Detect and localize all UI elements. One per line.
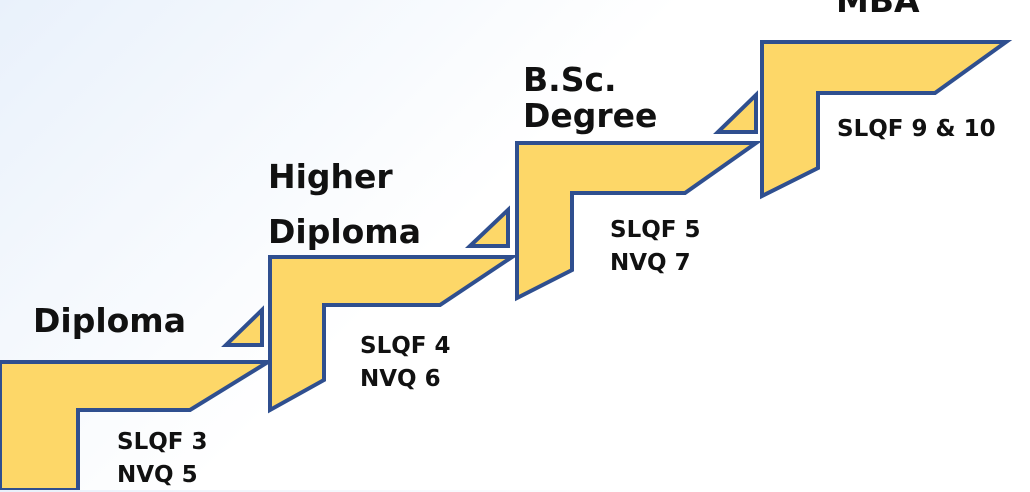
step-title-line: MBA	[836, 0, 920, 20]
step-title-higher-diploma: Higher Diploma	[268, 149, 421, 259]
connector-triangle-2	[464, 205, 510, 248]
step-code-line: SLQF 5	[610, 217, 701, 243]
connector-triangle-1	[221, 305, 264, 347]
step-mba	[760, 40, 1013, 200]
connector-triangle-3	[713, 90, 758, 134]
step-title-line: Diploma	[33, 301, 186, 340]
step-code-line: SLQF 9 & 10	[837, 116, 996, 142]
step-title-diploma: Diploma	[33, 304, 186, 338]
step-title-line: Degree	[523, 96, 658, 135]
step-code-line: NVQ 5	[117, 462, 198, 488]
step-title-line: B.Sc.	[523, 60, 617, 99]
step-title-line: Higher	[268, 157, 393, 196]
step-bsc-degree	[515, 141, 763, 302]
step-codes-mba: SLQF 9 & 10	[837, 113, 996, 146]
step-title-mba: MBA	[836, 0, 920, 18]
step-title-line: Diploma	[268, 212, 421, 251]
step-code-line: SLQF 3	[117, 429, 208, 455]
step-code-line: SLQF 4	[360, 333, 451, 359]
step-codes-diploma: SLQF 3 NVQ 5	[117, 426, 208, 492]
step-title-bsc-degree: B.Sc. Degree	[523, 62, 657, 134]
step-code-line: NVQ 6	[360, 366, 441, 392]
step-higher-diploma	[268, 255, 519, 414]
step-codes-bsc-degree: SLQF 5 NVQ 7	[610, 214, 701, 280]
step-code-line: NVQ 7	[610, 250, 691, 276]
step-codes-higher-diploma: SLQF 4 NVQ 6	[360, 330, 451, 396]
